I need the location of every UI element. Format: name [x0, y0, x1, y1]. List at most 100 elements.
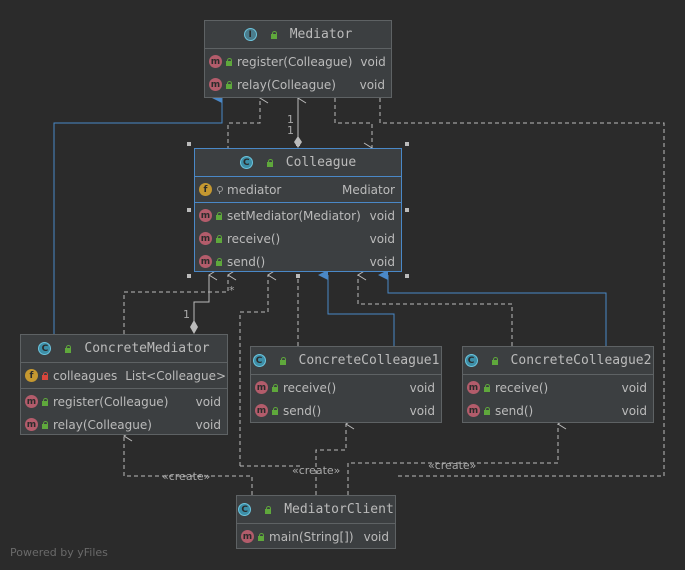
class-header: C MediatorClient	[237, 496, 395, 524]
field-row[interactable]: f mediator Mediator	[195, 178, 401, 201]
method-name: send()	[227, 254, 266, 269]
dep-colleague2-colleague	[357, 269, 513, 346]
method-name: receive()	[495, 380, 549, 395]
dep-create-concretecolleague2	[347, 418, 567, 495]
dep-client-colleague	[239, 269, 277, 466]
public-icon	[225, 57, 233, 66]
method-icon: m	[255, 404, 268, 417]
public-icon	[257, 532, 265, 541]
public-icon	[483, 383, 491, 392]
field-name: colleagues	[53, 368, 118, 383]
method-icon: m	[209, 78, 222, 91]
create-label: «create»	[162, 470, 211, 483]
method-name: receive()	[227, 231, 281, 246]
method-type: void	[369, 208, 395, 223]
public-icon	[279, 356, 287, 365]
method-name: relay(Colleague)	[237, 77, 336, 92]
class-name: Mediator	[289, 27, 353, 42]
dep-create-concretecolleague1	[315, 418, 355, 495]
public-icon	[215, 211, 223, 220]
method-name: register(Colleague)	[53, 394, 169, 409]
resize-handle-n[interactable]	[296, 142, 300, 146]
method-row[interactable]: m relay(Colleague) void	[21, 413, 227, 436]
method-row[interactable]: m setMediator(Mediator) void	[195, 204, 401, 227]
dep-client-mediator	[379, 98, 665, 477]
method-name: relay(Colleague)	[53, 417, 152, 432]
package-private-icon	[215, 185, 223, 194]
method-type: void	[359, 77, 385, 92]
public-icon	[483, 406, 491, 415]
interface-icon: I	[243, 28, 257, 41]
public-icon	[264, 505, 272, 514]
method-row[interactable]: m register(Colleague) void	[21, 390, 227, 413]
fields-section: f mediator Mediator	[195, 177, 401, 203]
public-icon	[41, 397, 49, 406]
resize-handle-e[interactable]	[405, 208, 409, 212]
resize-handle-sw[interactable]	[187, 274, 191, 278]
method-icon: m	[467, 381, 480, 394]
method-name: receive()	[283, 380, 337, 395]
method-row[interactable]: m relay(Colleague) void	[205, 73, 391, 96]
class-concrete-mediator[interactable]: C ConcreteMediator f colleagues List<Col…	[20, 334, 228, 435]
class-mediator-client[interactable]: C MediatorClient m main(String[]) void	[236, 495, 396, 549]
public-icon	[266, 158, 274, 167]
concretemediator-diamond	[190, 320, 198, 334]
field-icon: f	[25, 369, 38, 382]
method-row[interactable]: m receive() void	[463, 376, 653, 399]
dep-mediator-colleague	[334, 98, 373, 154]
class-icon: C	[464, 354, 478, 367]
multiplicity-label: 1	[183, 308, 190, 321]
method-type: void	[621, 403, 647, 418]
field-icon: f	[199, 183, 212, 196]
public-icon	[491, 356, 499, 365]
public-icon	[215, 234, 223, 243]
field-name: mediator	[227, 182, 282, 197]
class-concrete-colleague1[interactable]: C ConcreteColleague1 m receive() void m …	[250, 346, 442, 423]
public-icon	[215, 257, 223, 266]
edge-concretemediator-extends-mediator	[53, 93, 223, 334]
method-row[interactable]: m send() void	[251, 399, 441, 422]
resize-handle-w[interactable]	[187, 208, 191, 212]
method-name: send()	[283, 403, 322, 418]
multiplicity-label: 1	[287, 124, 294, 137]
method-icon: m	[255, 381, 268, 394]
resize-handle-nw[interactable]	[187, 142, 191, 146]
class-icon: C	[38, 342, 52, 355]
method-row[interactable]: m receive() void	[251, 376, 441, 399]
method-row[interactable]: m register(Colleague) void	[205, 50, 391, 73]
method-type: void	[369, 231, 395, 246]
method-row[interactable]: m send() void	[195, 250, 401, 273]
field-type: List<Colleague>	[125, 368, 227, 383]
fields-section: f colleagues List<Colleague>	[21, 363, 227, 389]
method-name: register(Colleague)	[237, 54, 353, 69]
resize-handle-s[interactable]	[296, 274, 300, 278]
method-icon: m	[467, 404, 480, 417]
method-icon: m	[199, 209, 212, 222]
method-type: void	[360, 54, 386, 69]
method-type: void	[363, 529, 389, 544]
method-row[interactable]: m receive() void	[195, 227, 401, 250]
class-header: I Mediator	[205, 21, 391, 49]
public-icon	[41, 420, 49, 429]
method-type: void	[369, 254, 395, 269]
create-label: «create»	[428, 459, 477, 472]
class-colleague[interactable]: C Colleague f mediator Mediator m setMed…	[194, 148, 402, 272]
methods-section: m setMediator(Mediator) void m receive()…	[195, 203, 401, 274]
method-type: void	[195, 417, 221, 432]
field-row[interactable]: f colleagues List<Colleague>	[21, 364, 227, 387]
method-row[interactable]: m send() void	[463, 399, 653, 422]
class-mediator[interactable]: I Mediator m register(Colleague) void m …	[204, 20, 392, 98]
resize-handle-ne[interactable]	[405, 142, 409, 146]
class-concrete-colleague2[interactable]: C ConcreteColleague2 m receive() void m …	[462, 346, 654, 423]
resize-handle-se[interactable]	[405, 274, 409, 278]
methods-section: m main(String[]) void	[237, 524, 395, 549]
method-row[interactable]: m main(String[]) void	[237, 525, 395, 548]
class-name: Colleague	[285, 155, 357, 170]
class-header: C ConcreteColleague1	[251, 347, 441, 375]
method-icon: m	[25, 418, 38, 431]
method-type: void	[409, 380, 435, 395]
class-name: MediatorClient	[284, 502, 394, 517]
method-name: main(String[])	[269, 529, 354, 544]
method-icon: m	[25, 395, 38, 408]
dep-create-concretemediator	[123, 430, 253, 495]
